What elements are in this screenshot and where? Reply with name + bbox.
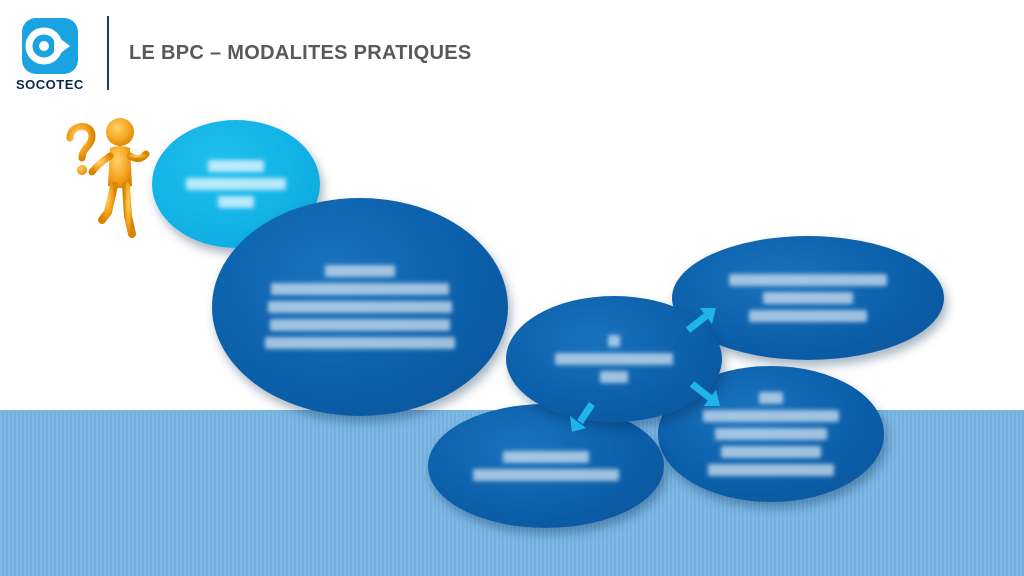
blurred-text-line <box>268 301 452 313</box>
blurred-text-line <box>186 178 286 190</box>
blurred-text-line <box>715 428 827 440</box>
arrow-down-left-icon <box>570 402 595 432</box>
blurred-text-line <box>600 371 628 383</box>
blurred-text-line <box>271 283 449 295</box>
arrow-down-right-icon <box>689 381 720 406</box>
blurred-text-line <box>729 274 887 286</box>
blurred-text-line <box>208 160 264 172</box>
bubble-bottom-left <box>428 404 664 528</box>
logo-text: SOCOTEC <box>16 77 84 92</box>
socotec-logo-icon <box>22 18 78 74</box>
blurred-text-line <box>265 337 455 349</box>
blurred-text-line <box>473 469 619 481</box>
blurred-text-line <box>325 265 395 277</box>
thinking-person-with-question-mark-icon <box>66 118 150 238</box>
blurred-text-line <box>763 292 853 304</box>
page-title: LE BPC – MODALITES PRATIQUES <box>129 42 472 64</box>
arrow-up-right-icon <box>685 308 716 333</box>
bubble-main <box>212 198 508 416</box>
blurred-text-line <box>608 335 620 347</box>
blurred-text-line <box>708 464 834 476</box>
header: SOCOTEC LE BPC – MODALITES PRATIQUES <box>0 0 1024 100</box>
blurred-text-line <box>555 353 673 365</box>
bubble-hub <box>506 296 722 422</box>
header-divider <box>107 16 109 90</box>
blurred-text-line <box>703 410 839 422</box>
blurred-text-line <box>759 392 783 404</box>
bubble-top-right <box>672 236 944 360</box>
blurred-text-line <box>749 310 867 322</box>
blurred-text-line <box>503 451 589 463</box>
blurred-text-line <box>218 196 254 208</box>
blurred-text-line <box>721 446 821 458</box>
blurred-text-line <box>270 319 450 331</box>
